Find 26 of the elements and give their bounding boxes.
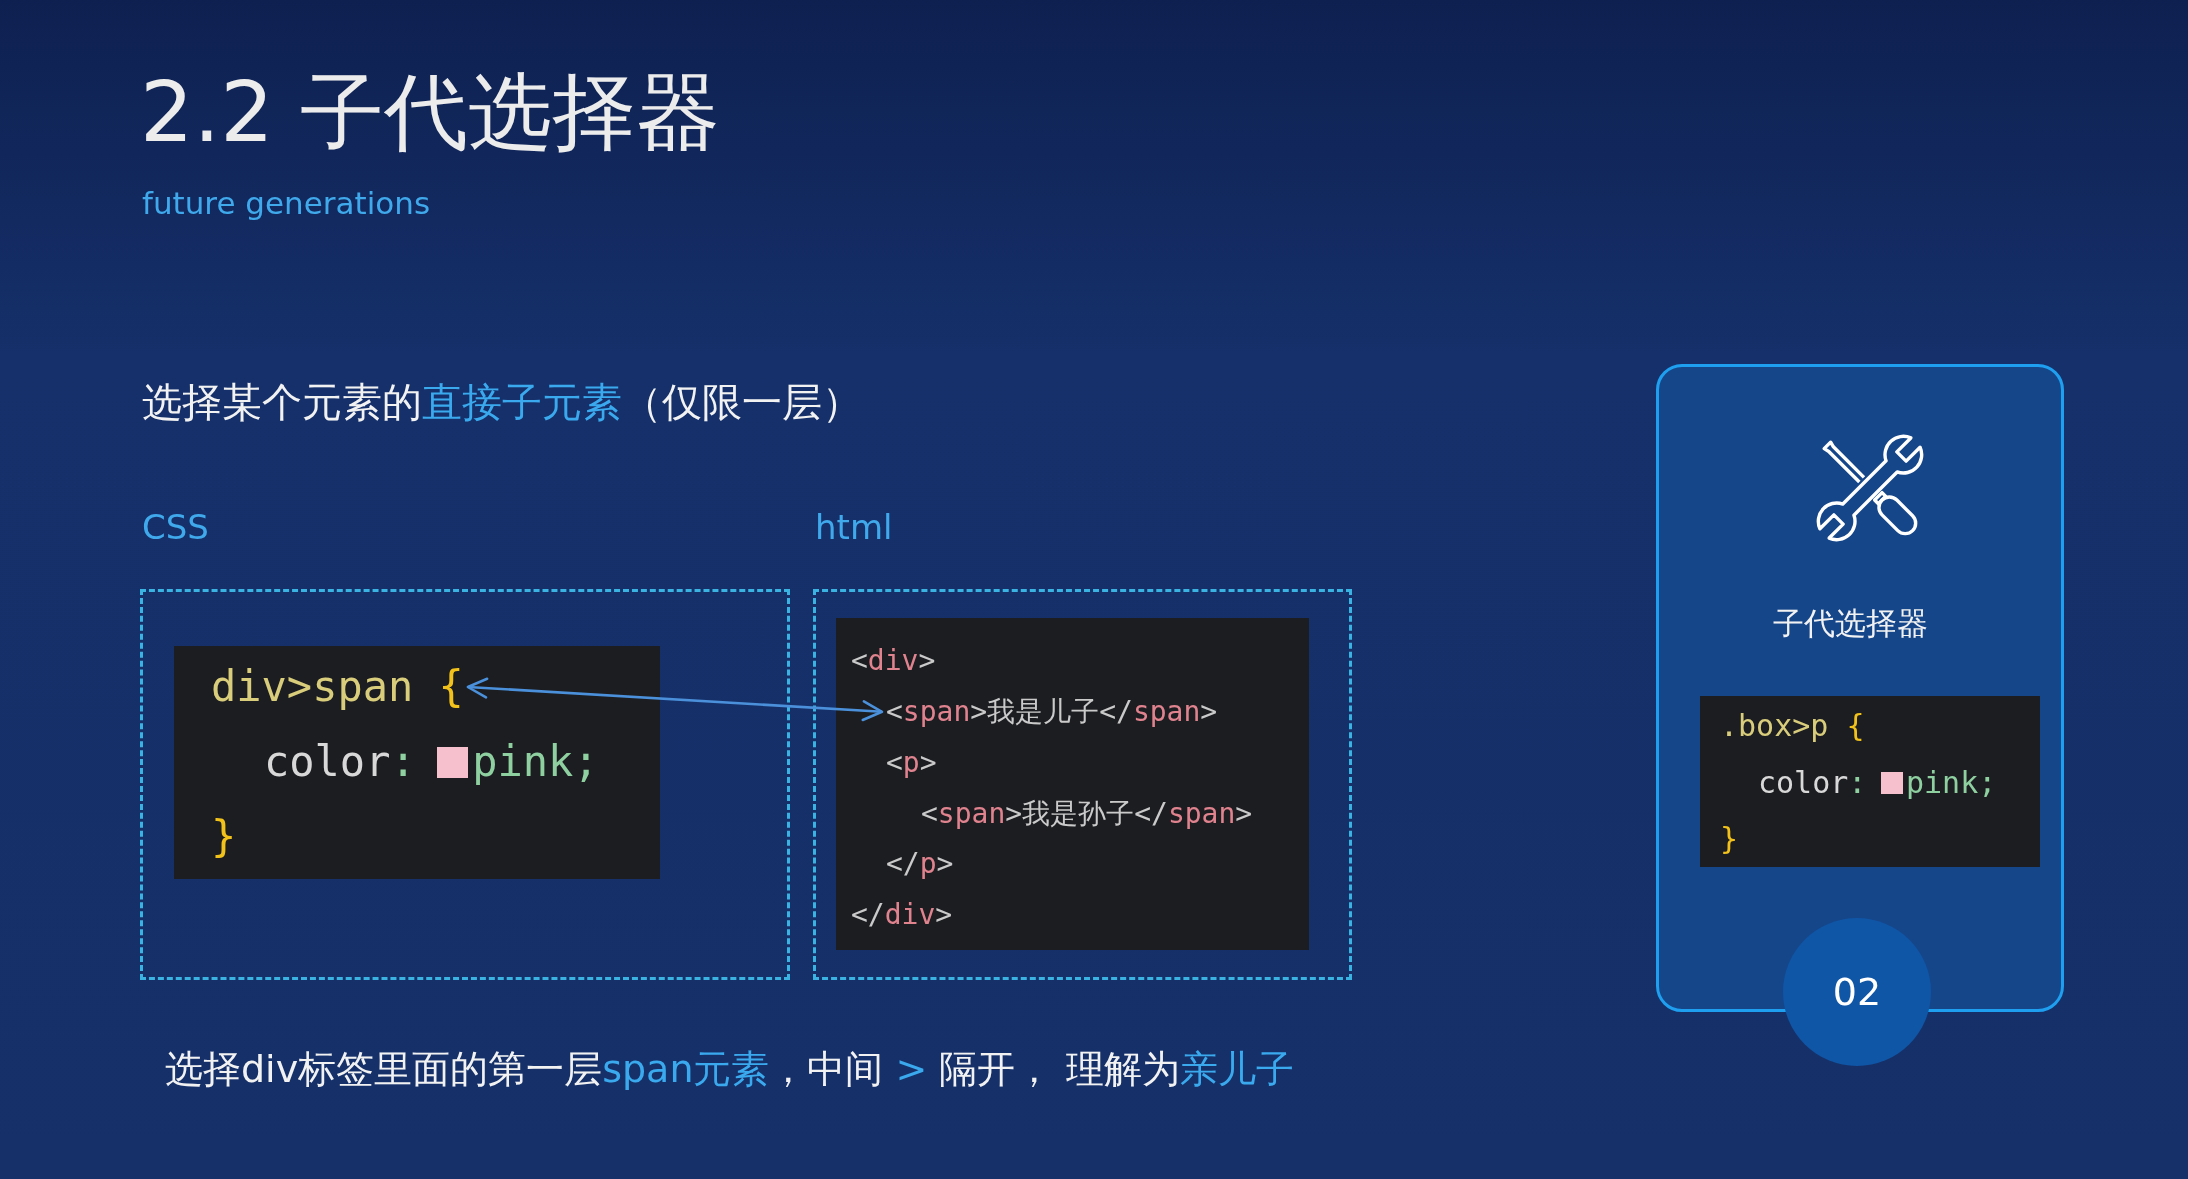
slide-title: 2.2 子代选择器: [140, 62, 721, 163]
code-line: }: [211, 811, 237, 863]
code-text: color:: [1758, 764, 1867, 801]
code-text: pink;: [472, 736, 599, 788]
code-line: <span>我是孙子</span>: [921, 796, 1253, 831]
code-text: pink;: [1906, 764, 1997, 801]
code-line: <span>我是儿子</span>: [886, 695, 1218, 729]
code-line: </p>: [886, 847, 954, 881]
section-heading: CSS: [142, 507, 209, 548]
code-line: div>span {: [211, 661, 464, 713]
description-text: 选择某个元素的直接子元素（仅限一层）: [142, 378, 862, 426]
card-title: 子代选择器: [1772, 605, 1928, 643]
code-line: }: [1720, 821, 1739, 857]
code-line: <p>: [886, 745, 937, 780]
explanation-text: 选择div标签里面的第一层span元素，中间 > 隔开， 理解为亲儿子: [165, 1047, 1294, 1093]
code-line: <div>: [851, 644, 936, 678]
code-block: [1700, 696, 2040, 867]
code-block: [174, 646, 660, 879]
section-heading: html: [815, 507, 893, 548]
subtitle: future generations: [142, 185, 431, 223]
code-block: [836, 618, 1309, 950]
code-text: color:: [264, 736, 416, 788]
info-card: [1656, 364, 2064, 1012]
double-arrow: [466, 677, 884, 722]
code-line: </div>: [851, 898, 953, 932]
code-line: .box>p {: [1720, 708, 1865, 744]
